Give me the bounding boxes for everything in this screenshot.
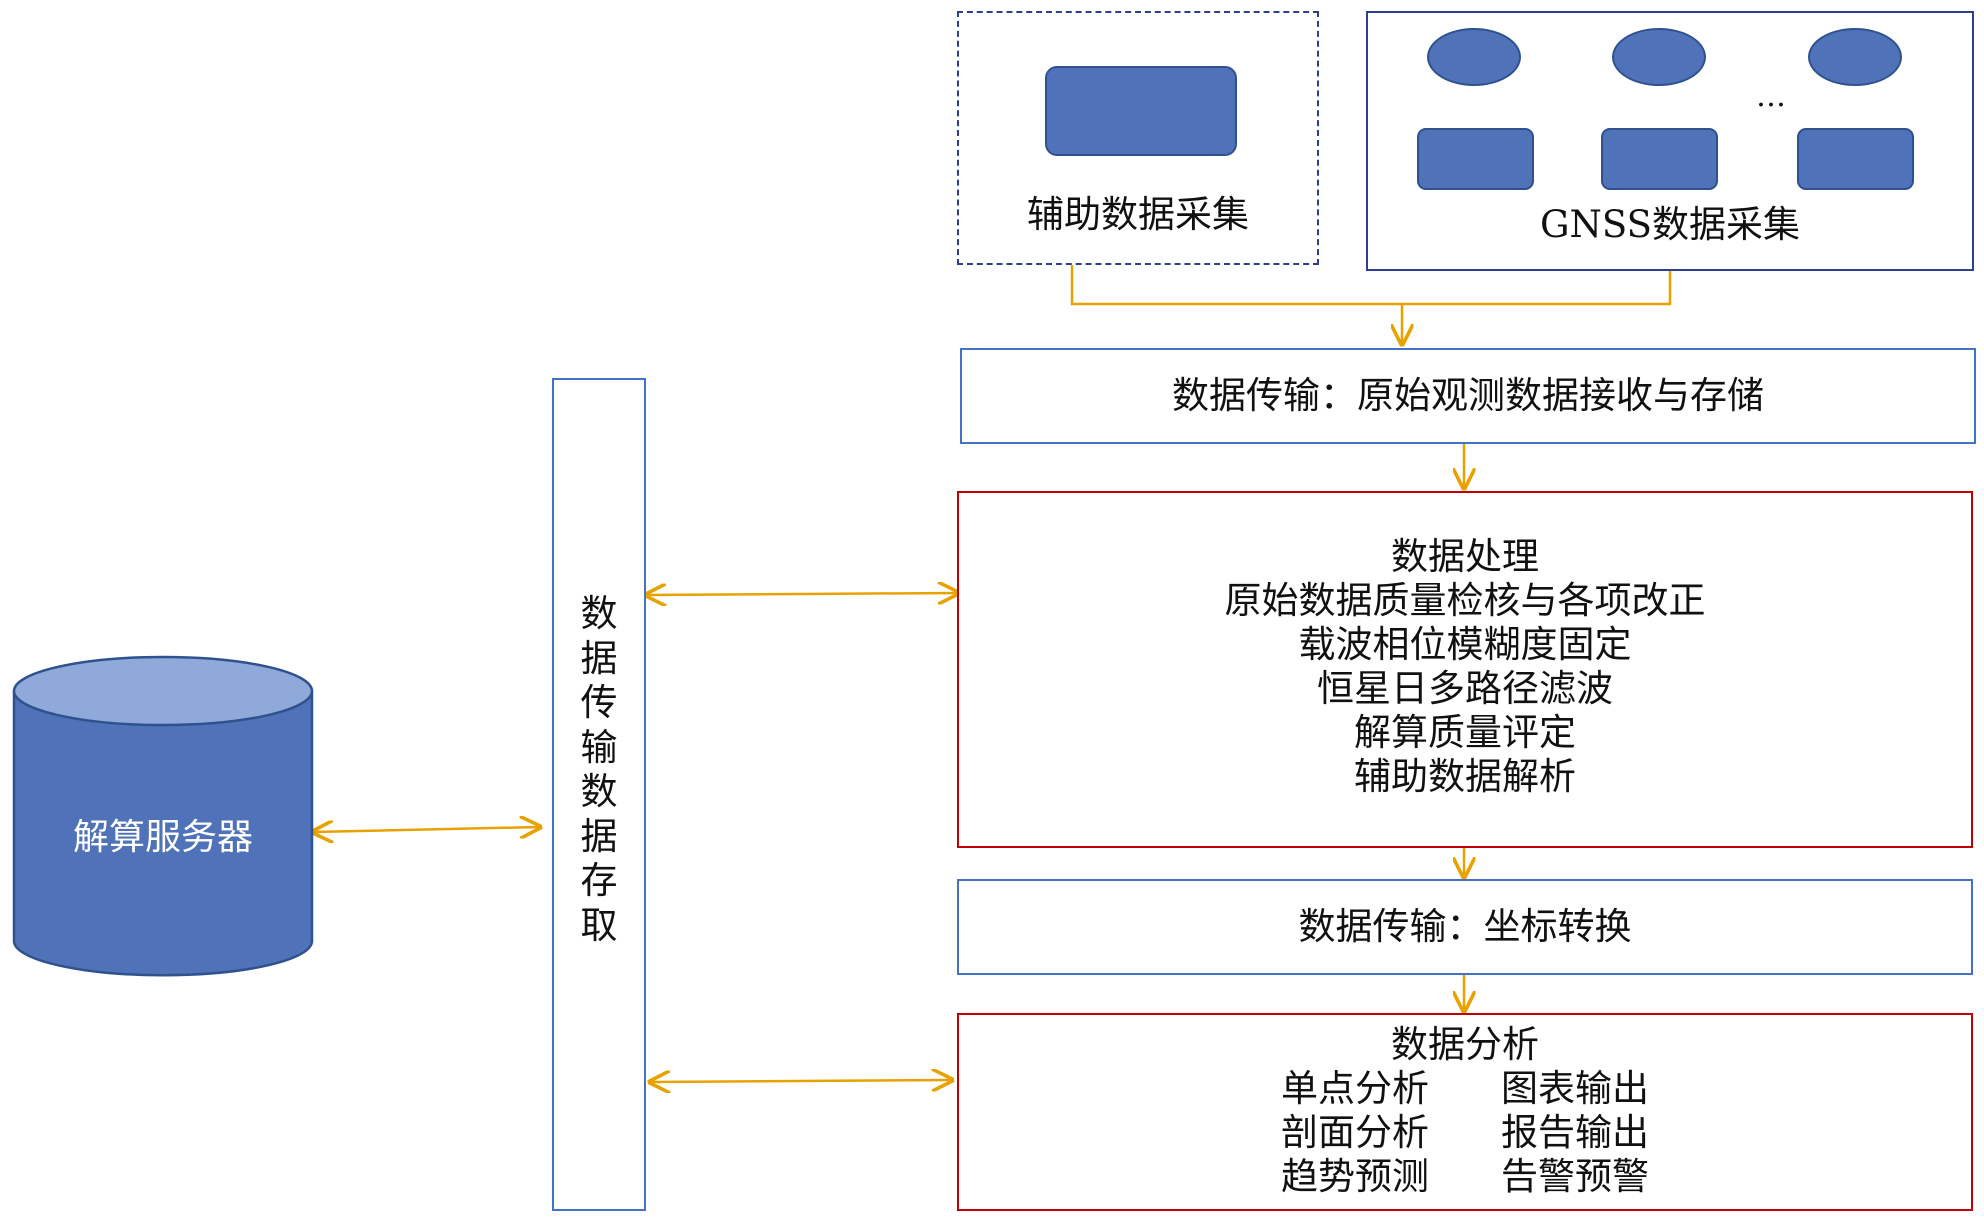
analysis-items: 单点分析 图表输出 剖面分析 报告输出 趋势预测 告警预警 [959,1067,1971,1199]
processing-line: 辅助数据解析 [1354,755,1576,798]
processing-title: 数据处理 [1391,535,1539,578]
coord-transfer-box: 数据传输：坐标转换 [957,879,1973,975]
analysis-item: 剖面分析 [1281,1111,1429,1154]
analysis-box: 数据分析 单点分析 图表输出 剖面分析 报告输出 趋势预测 告警预警 [957,1013,1973,1211]
processing-text: 数据处理 原始数据质量检核与各项改正 载波相位模糊度固定 恒星日多路径滤波 解算… [959,535,1971,799]
gnss-antenna-icon-2 [1612,28,1706,86]
transfer-storage-label: 数 据 传 输 数 据 存 取 [580,592,618,947]
analysis-item: 单点分析 [1281,1067,1429,1110]
gnss-receiver-icon-3 [1797,128,1914,190]
server-label: 解算服务器 [72,817,253,858]
aux-sensor-shape [1045,66,1237,156]
raw-transfer-box: 数据传输：原始观测数据接收与存储 [960,348,1976,444]
raw-transfer-label: 数据传输：原始观测数据接收与存储 [1172,374,1764,417]
processing-line: 恒星日多路径滤波 [1317,667,1613,710]
column-processing-arrow [646,593,958,595]
aux-collection-box: 辅助数据采集 [957,11,1319,265]
column-analysis-arrow [650,1080,952,1082]
gnss-collection-label: GNSS数据采集 [1540,203,1800,246]
processing-line: 解算质量评定 [1354,711,1576,754]
gnss-collection-box: … GNSS数据采集 [1366,11,1974,271]
gnss-antenna-icon-1 [1427,28,1521,86]
gnss-receiver-icon-1 [1417,128,1534,190]
aux-collection-label: 辅助数据采集 [1027,193,1249,236]
analysis-item: 趋势预测 [1281,1155,1429,1198]
processing-line: 原始数据质量检核与各项改正 [1224,579,1706,622]
transfer-storage-column: 数 据 传 输 数 据 存 取 [552,378,646,1211]
processing-line: 载波相位模糊度固定 [1298,623,1632,666]
gnss-receiver-icon-2 [1601,128,1718,190]
server-column-arrow [313,827,540,832]
cylinder-shape [12,655,314,977]
analysis-item: 报告输出 [1501,1111,1649,1154]
analysis-item: 图表输出 [1501,1067,1649,1110]
gnss-antenna-icon-3 [1808,28,1902,86]
analysis-title: 数据分析 [1391,1023,1539,1066]
processing-box: 数据处理 原始数据质量检核与各项改正 载波相位模糊度固定 恒星日多路径滤波 解算… [957,491,1973,848]
coord-transfer-label: 数据传输：坐标转换 [1298,905,1632,948]
gnss-ellipsis: … [1756,79,1786,114]
analysis-item: 告警预警 [1501,1155,1649,1198]
